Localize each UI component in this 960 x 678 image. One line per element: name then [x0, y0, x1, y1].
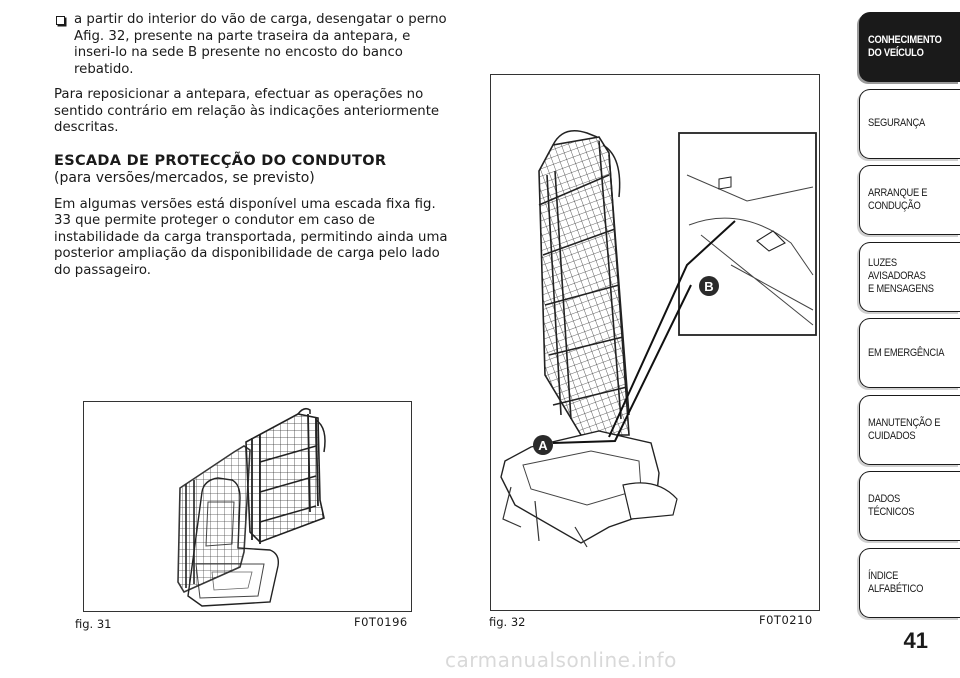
- section-tabs: CONHECIMENTO DO VEÍCULO SEGURANÇA ARRANQ…: [859, 12, 960, 624]
- page-number: 41: [903, 628, 928, 653]
- tab-label: SEGURANÇA: [868, 117, 925, 129]
- tab-indice[interactable]: ÍNDICE ALFABÉTICO: [859, 547, 960, 618]
- figure-label: fig. 32: [489, 615, 526, 629]
- callout-b-badge: [699, 276, 719, 296]
- main-text-column: a partir do interior do vão de carga, de…: [54, 12, 454, 279]
- bullet-item: a partir do interior do vão de carga, de…: [54, 12, 454, 78]
- tab-label: LUZES AVISADORAS E MENSAGENS: [868, 257, 934, 295]
- seat-with-grid-illustration: [177, 407, 326, 607]
- tab-dados[interactable]: DADOS TÉCNICOS: [859, 471, 960, 541]
- paragraph-reposition: Para reposicionar a antepara, efectuar a…: [54, 87, 440, 135]
- figure-32: B A fig. 32 F0T0210: [489, 74, 820, 629]
- tab-luzes[interactable]: LUZES AVISADORAS E MENSAGENS: [859, 241, 960, 312]
- tab-emergencia[interactable]: EM EMERGÊNCIA: [859, 318, 960, 388]
- callout-b-label: B: [704, 279, 713, 294]
- figure-31: fig. 31 F0T0196: [75, 401, 412, 631]
- tab-label: DADOS TÉCNICOS: [868, 493, 915, 518]
- figure-code: F0T0196: [354, 615, 408, 629]
- figure-code: F0T0210: [759, 613, 813, 627]
- tab-arranque[interactable]: ARRANQUE E CONDUÇÃO: [859, 165, 960, 235]
- partition-grid-illustration: B A: [500, 130, 817, 548]
- watermark-text: carmanualsonline.info: [445, 648, 677, 672]
- tab-label: MANUTENÇÃO E CUIDADOS: [868, 416, 941, 442]
- section-subheading: (para versões/mercados, se previsto): [54, 169, 315, 186]
- tab-label: EM EMERGÊNCIA: [868, 346, 945, 359]
- section-heading: ESCADA DE PROTECÇÃO DO CONDUTOR: [54, 152, 387, 169]
- callout-a-label: A: [538, 438, 548, 453]
- tab-manutencao[interactable]: MANUTENÇÃO E CUIDADOS: [859, 394, 960, 465]
- tab-label: CONHECIMENTO DO VEÍCULO: [868, 34, 942, 59]
- checkbox-bullet-icon: [56, 16, 65, 25]
- tab-seguranca[interactable]: SEGURANÇA: [859, 88, 960, 159]
- figure-label: fig. 31: [75, 617, 112, 631]
- paragraph-escada: Em algumas versões está disponível uma e…: [54, 196, 448, 278]
- callout-a-badge: [533, 435, 553, 455]
- tab-label: ARRANQUE E CONDUÇÃO: [868, 187, 928, 212]
- tab-label: ÍNDICE ALFABÉTICO: [868, 569, 924, 595]
- bullet-text: a partir do interior do vão de carga, de…: [74, 12, 447, 77]
- tab-conhecimento[interactable]: CONHECIMENTO DO VEÍCULO: [859, 12, 960, 82]
